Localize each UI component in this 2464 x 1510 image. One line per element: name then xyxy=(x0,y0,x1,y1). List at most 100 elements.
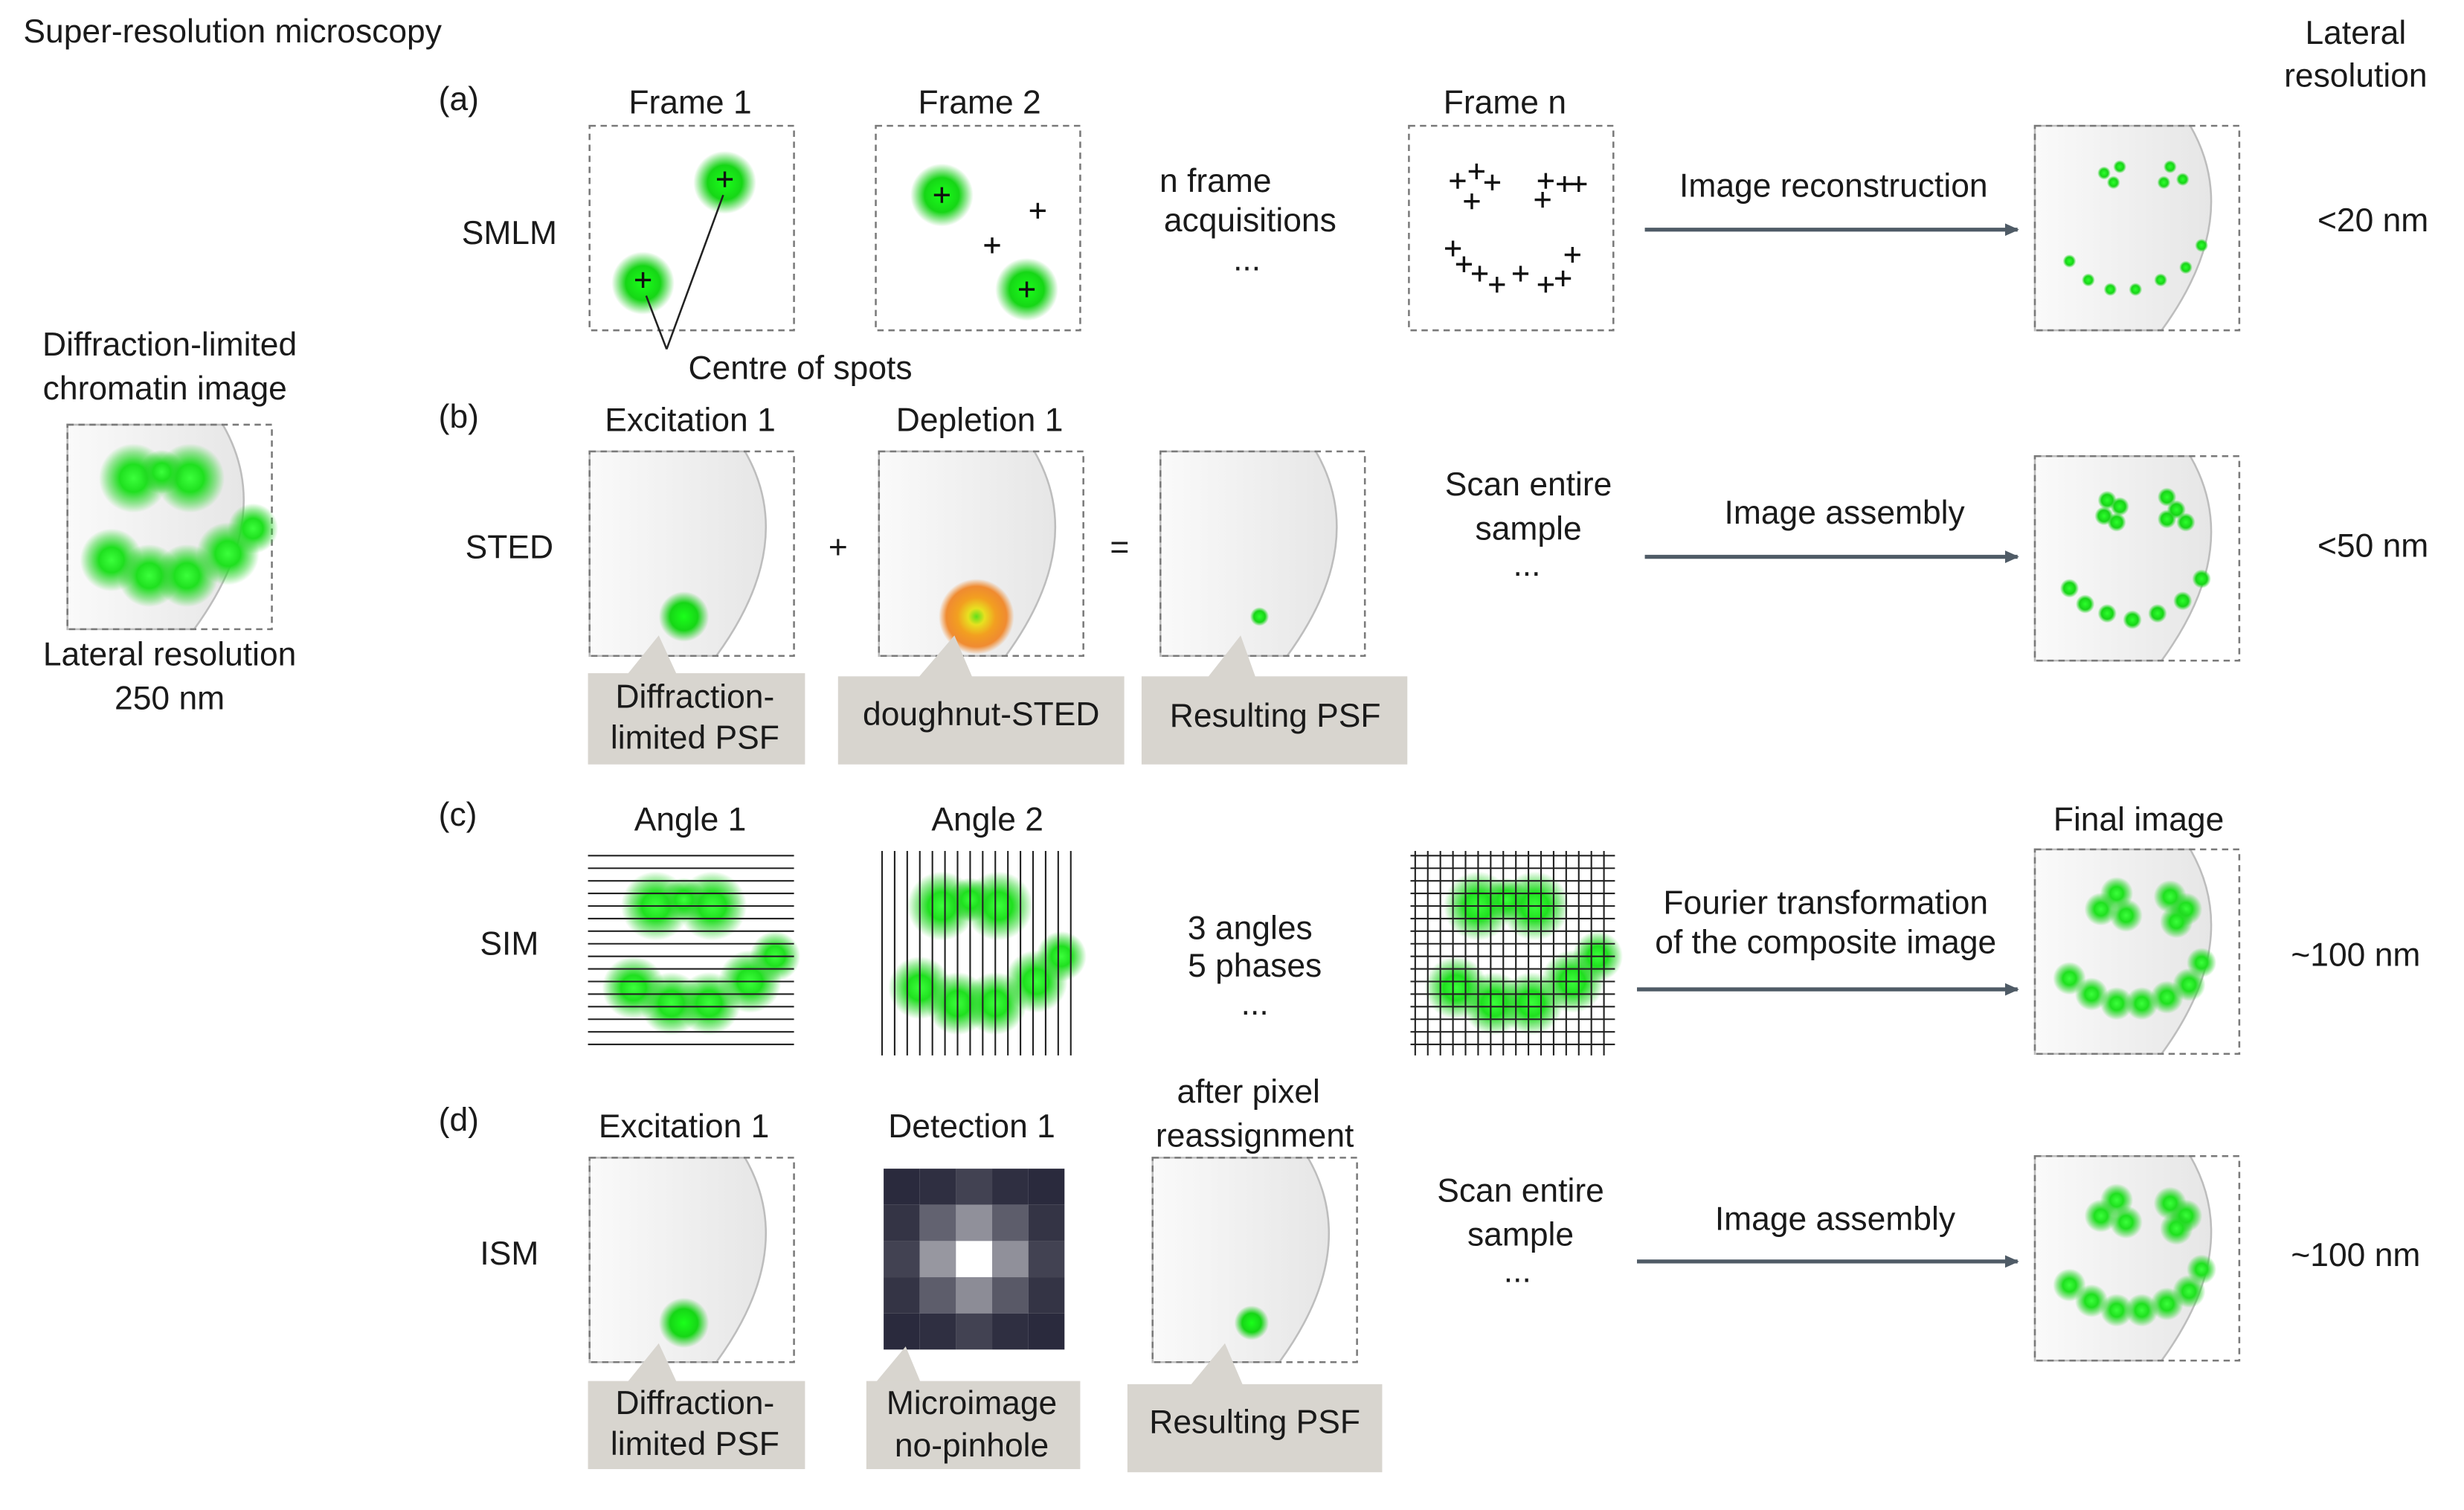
ism-col3-line2: reassignment xyxy=(1156,1118,1354,1154)
left-resolution-line2: 250 nm xyxy=(115,681,225,717)
detector-pixel xyxy=(1028,1204,1065,1241)
detector-pixel xyxy=(1028,1241,1065,1278)
green-spot xyxy=(2075,594,2095,614)
green-spot xyxy=(2084,1199,2118,1233)
callout-text: limited PSF xyxy=(611,1426,779,1462)
detector-pixel xyxy=(956,1313,993,1350)
dashed-frame xyxy=(2033,454,2241,662)
sted-panels xyxy=(588,450,2241,662)
green-spot xyxy=(2163,160,2177,174)
green-spot xyxy=(1036,931,1087,982)
left-caption-line2: chromatin image xyxy=(43,370,287,407)
detector-pixel xyxy=(992,1204,1029,1241)
plus-cross xyxy=(1512,266,1529,282)
plus-sign: + xyxy=(829,530,848,566)
panel-label-c: (c) xyxy=(439,797,477,833)
sim-middle-ellipsis: ... xyxy=(1241,986,1269,1022)
callout-text: Diffraction- xyxy=(615,1385,774,1421)
plus-cross xyxy=(1489,277,1505,293)
green-spot xyxy=(2187,948,2217,978)
angle-2-image xyxy=(881,850,1087,1056)
nucleus-region xyxy=(1151,1157,1331,1363)
detector-pixel xyxy=(919,1313,956,1350)
detector-pixel xyxy=(956,1169,993,1205)
ism-arrow-label: Image assembly xyxy=(1715,1201,1956,1238)
detector-pixel xyxy=(919,1277,956,1314)
nucleus-region xyxy=(2033,454,2213,662)
sim-arrow-label-line2: of the composite image xyxy=(1655,924,1996,960)
green-spot xyxy=(2195,238,2209,252)
sted-col1-label: Excitation 1 xyxy=(605,402,775,438)
angle-1-image xyxy=(588,855,801,1046)
detector-pixel xyxy=(884,1241,920,1278)
green-spot xyxy=(1484,877,1529,922)
green-spot xyxy=(2084,893,2118,926)
detector-pixel xyxy=(992,1169,1029,1205)
callout-text: Resulting PSF xyxy=(1149,1404,1360,1440)
plus-cross xyxy=(933,187,950,203)
sted-middle-line2: sample xyxy=(1476,510,1582,547)
detector-pixel xyxy=(1028,1313,1065,1350)
panel-label-b: (b) xyxy=(439,399,479,435)
sim-panels xyxy=(588,848,2241,1056)
plus-cross xyxy=(1555,270,1572,286)
plus-cross xyxy=(1564,246,1580,263)
sim-col1-label: Angle 1 xyxy=(634,802,747,838)
callout-text: Diffraction- xyxy=(615,679,774,716)
ism-col1-label: Excitation 1 xyxy=(599,1108,769,1145)
sim-resolution: ~100 nm xyxy=(2291,936,2420,973)
plus-cross xyxy=(1445,240,1461,257)
frame-n-label: Frame n xyxy=(1444,84,1566,121)
sim-col2-label: Angle 2 xyxy=(931,802,1043,838)
dashed-frame xyxy=(66,423,273,631)
centre-of-spots-label: Centre of spots xyxy=(689,350,913,387)
ism-resolution: ~100 nm xyxy=(2291,1237,2420,1273)
detector-pixel xyxy=(992,1277,1029,1314)
green-spot xyxy=(2109,1205,2143,1239)
detector-pixel xyxy=(919,1204,956,1241)
callout-resulting-psf: Resulting PSF xyxy=(1141,635,1408,765)
plus-cross xyxy=(1029,202,1046,219)
green-spot xyxy=(2113,160,2127,174)
green-spot xyxy=(2059,579,2079,598)
equals-sign: = xyxy=(1110,530,1129,566)
plus-cross xyxy=(1534,191,1551,208)
final-image-label: Final image xyxy=(2053,802,2224,838)
green-spot xyxy=(2154,273,2168,287)
green-spot xyxy=(658,591,710,642)
green-spot xyxy=(2157,510,2177,529)
dashed-frame xyxy=(2033,1154,2241,1362)
detector-pixel xyxy=(956,1241,993,1278)
green-spot xyxy=(2125,986,2158,1021)
frame-2-label: Frame 2 xyxy=(918,84,1040,121)
method-smlm: SMLM xyxy=(462,215,557,251)
callout-text: Resulting PSF xyxy=(1170,698,1381,734)
detector-pixel xyxy=(992,1241,1029,1278)
green-spot xyxy=(661,877,707,922)
green-spot xyxy=(2187,1254,2217,1285)
nucleus-region xyxy=(588,450,768,658)
green-spot xyxy=(2074,977,2108,1011)
plus-cross xyxy=(1484,174,1501,190)
green-spot xyxy=(2107,513,2126,532)
green-spot xyxy=(2082,273,2095,287)
green-spot xyxy=(2103,283,2117,296)
diffraction-limited-image xyxy=(66,423,279,631)
detector-pixel xyxy=(884,1277,920,1314)
green-spot xyxy=(2125,1294,2158,1327)
smlm-middle-ellipsis: ... xyxy=(1233,242,1261,278)
green-spot xyxy=(2097,166,2111,180)
ism-col3-line1: after pixel xyxy=(1177,1073,1319,1110)
detector-pixel xyxy=(884,1313,920,1350)
dashed-frame xyxy=(2033,124,2241,332)
plus-cross xyxy=(1464,193,1480,210)
detector-pixel xyxy=(919,1169,956,1205)
smlm-resolution: <20 nm xyxy=(2317,202,2428,239)
green-spot xyxy=(2160,1212,2193,1245)
nucleus-region xyxy=(2033,124,2213,332)
smlm-middle-line1: n frame xyxy=(1159,163,1272,199)
green-spot xyxy=(658,1297,710,1349)
nucleus-region xyxy=(1159,450,1338,658)
nucleus-region xyxy=(588,1157,768,1363)
